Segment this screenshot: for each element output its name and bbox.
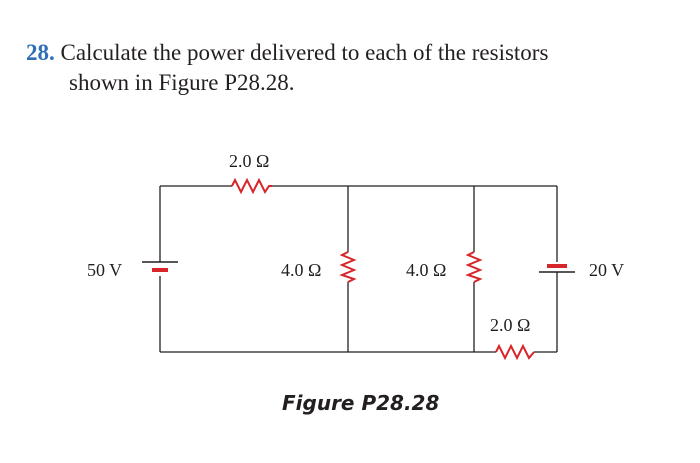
problem-text-line2: shown in Figure P28.28. [69, 70, 295, 95]
problem-number: 28. [26, 40, 55, 65]
label-resistor-mid-left: 4.0 Ω [281, 260, 321, 280]
label-resistor-top: 2.0 Ω [229, 151, 269, 171]
battery-left [142, 261, 178, 272]
figure-caption: Figure P28.28 [282, 391, 439, 415]
label-resistor-bottom-right: 2.0 Ω [490, 315, 530, 335]
label-resistor-mid-right: 4.0 Ω [406, 260, 446, 280]
resistor-mid-right [465, 251, 483, 283]
battery-right [539, 264, 575, 273]
resistor-mid-left [339, 251, 357, 283]
problem-text-line1: Calculate the power delivered to each of… [60, 40, 549, 65]
circuit-wires [159, 185, 558, 353]
label-battery-left: 50 V [87, 260, 122, 280]
resistor-top [231, 177, 272, 195]
label-battery-right: 20 V [589, 260, 624, 280]
resistor-bottom-right [495, 343, 535, 361]
problem-statement: 28. Calculate the power delivered to eac… [26, 38, 686, 98]
